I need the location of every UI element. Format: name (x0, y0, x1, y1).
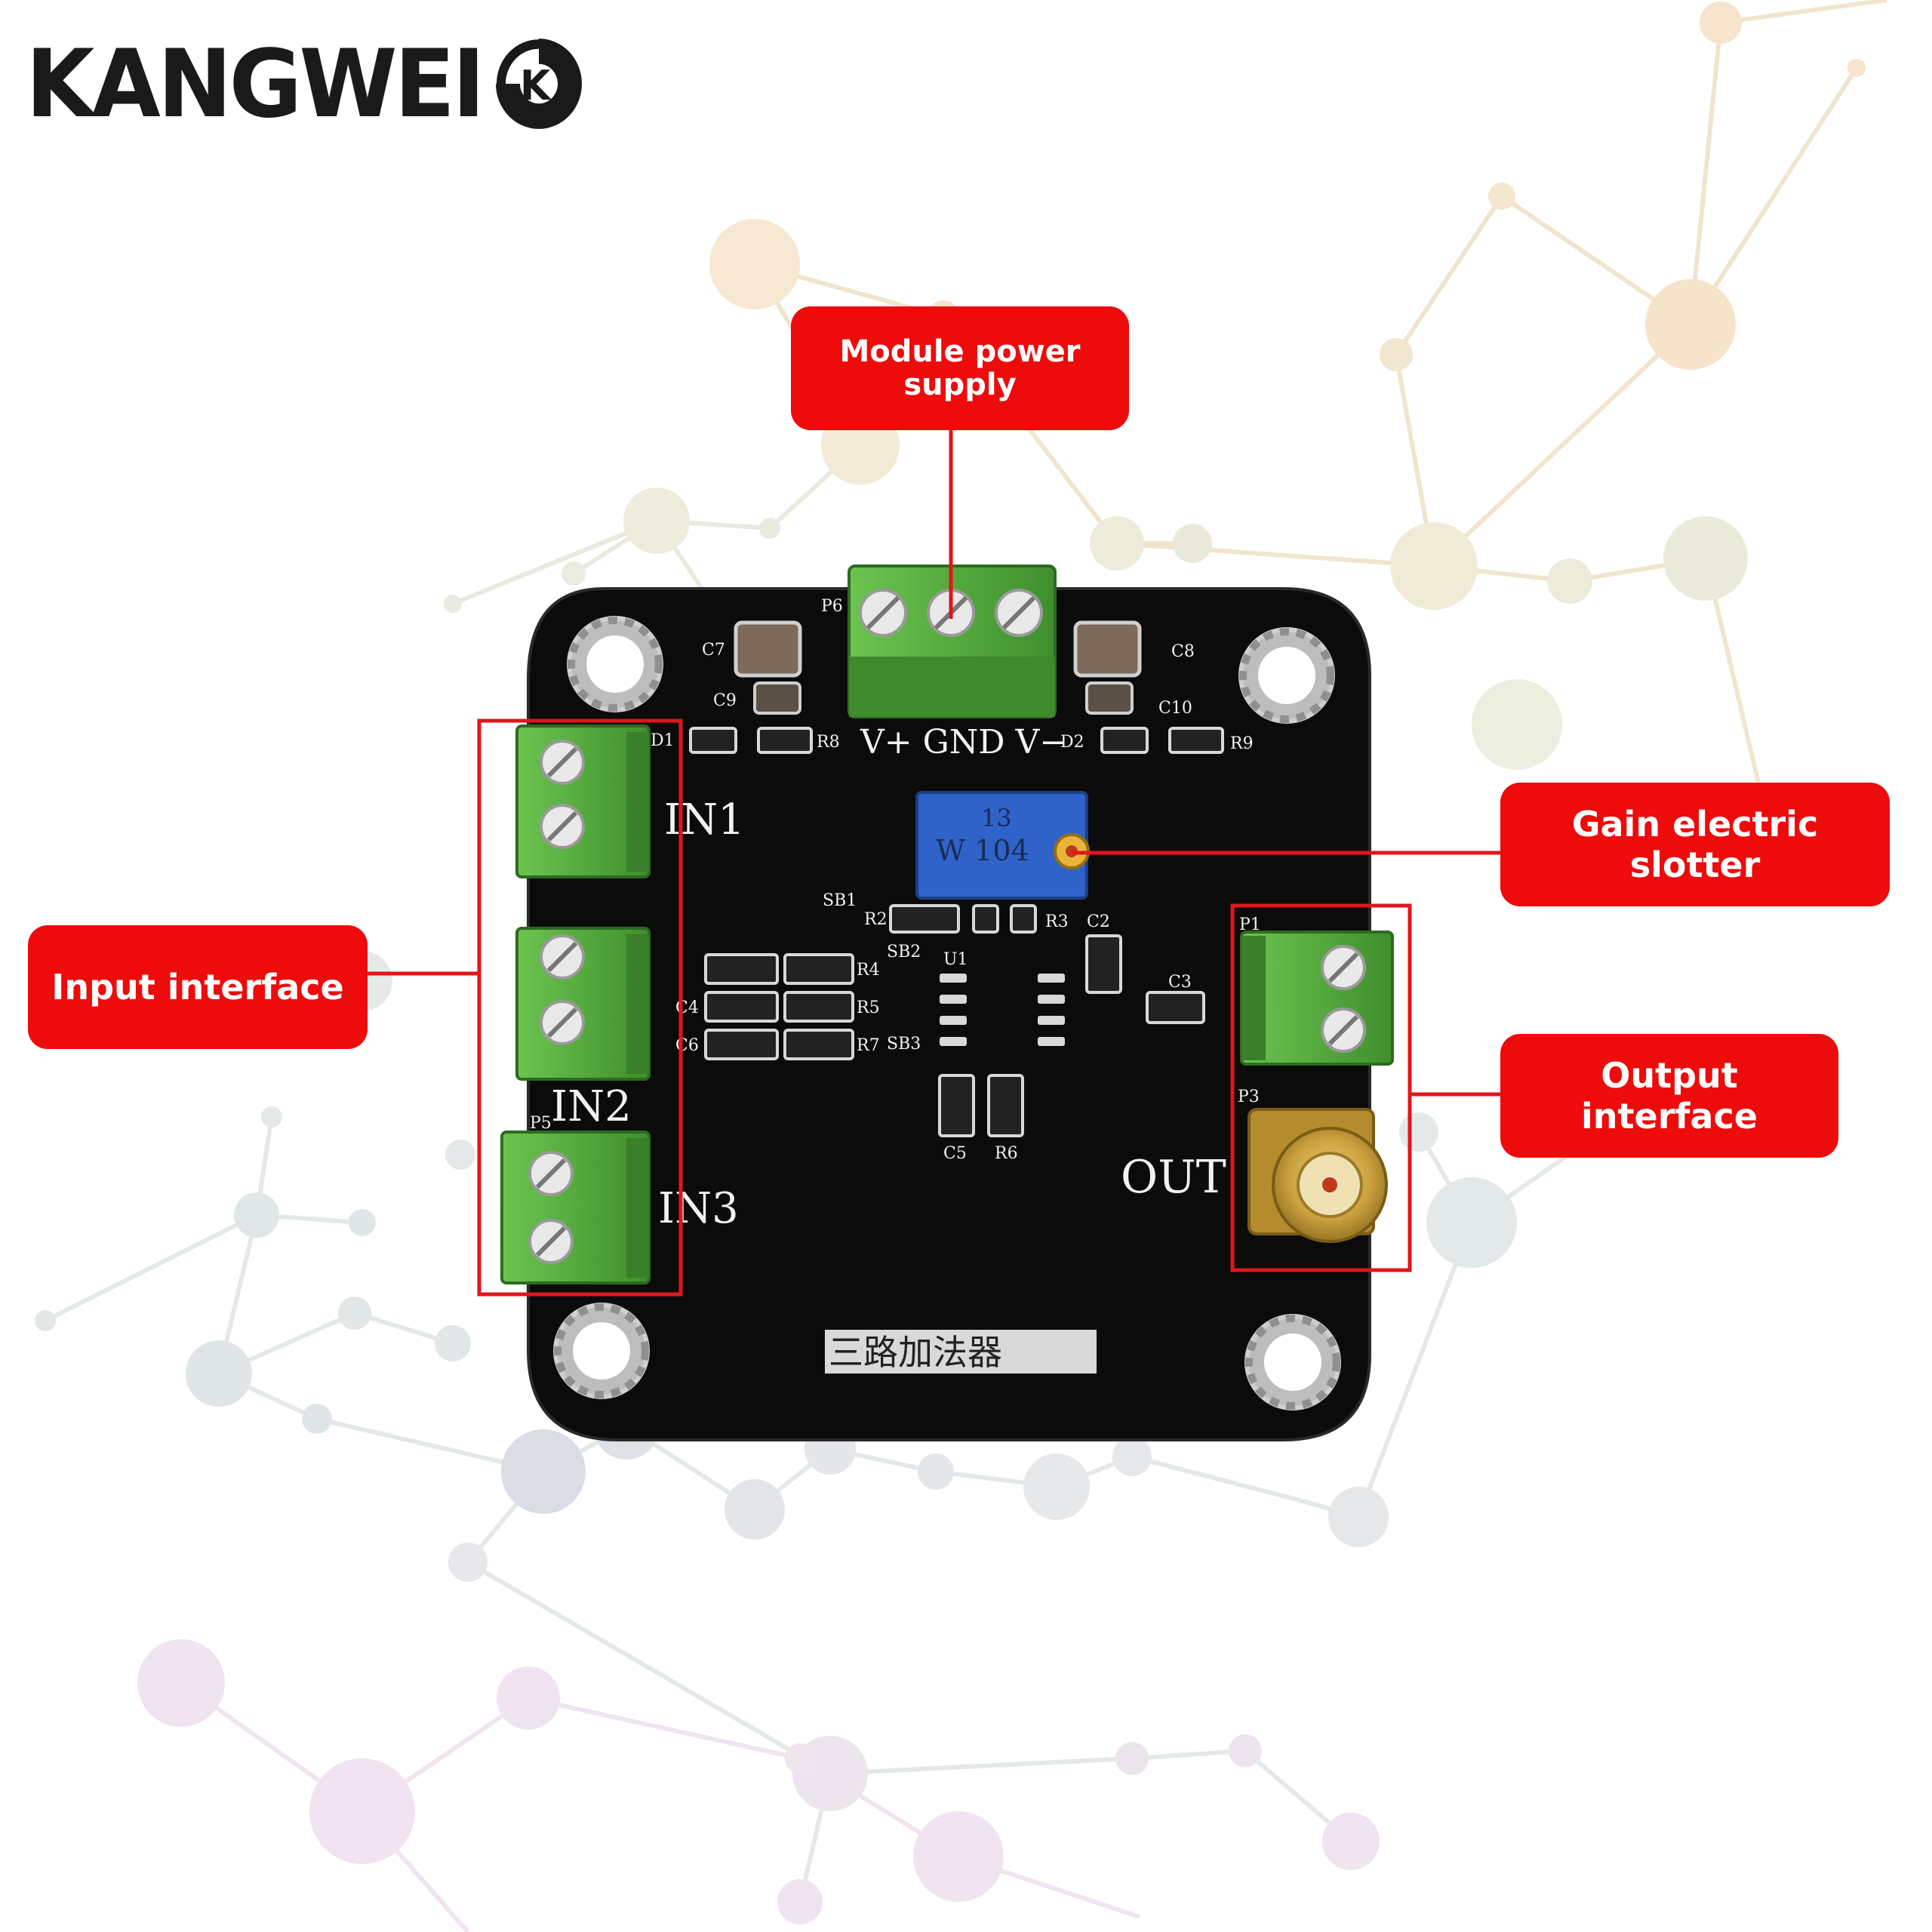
brand-name: KANGWEI (26, 29, 485, 139)
input-terminal-in1 (515, 724, 651, 878)
silk-c8: C8 (1171, 642, 1195, 661)
output-terminal-block (1240, 931, 1394, 1066)
silk-in2: IN2 (551, 1082, 632, 1131)
input-terminal-in3 (500, 1131, 651, 1284)
silk-r2: R2 (864, 910, 888, 929)
sma-connector (1247, 1108, 1388, 1243)
silk-c3: C3 (1168, 973, 1192, 992)
silk-r5: R5 (857, 998, 880, 1017)
silk-c5: C5 (943, 1144, 967, 1163)
silkscreen: IN1 IN2 IN3 OUT V+ GND V− W 104 13 三路加法器… (530, 597, 1261, 1373)
callout-module-power-supply: Module power supply (791, 306, 1129, 430)
silk-r7: R7 (857, 1036, 880, 1055)
silk-power-pins: V+ GND V− (860, 723, 1067, 761)
silk-out: OUT (1121, 1151, 1226, 1204)
silk-r4: R4 (857, 961, 880, 980)
callout-output-interface: Output interface (1500, 1034, 1838, 1158)
silk-c10: C10 (1158, 699, 1192, 718)
highlight-boxes (477, 718, 1412, 1297)
leader-lines (368, 430, 1500, 1097)
mounting-holes (553, 616, 1341, 1411)
callout-input-interface: Input interface (28, 925, 368, 1049)
silk-p5: P5 (530, 1114, 552, 1133)
silk-c7: C7 (702, 641, 725, 660)
silk-title-cn: 三路加法器 (829, 1332, 1002, 1373)
silk-u1: U1 (943, 950, 968, 969)
silk-c9: C9 (713, 691, 737, 710)
callout-power-line2: supply (903, 368, 1017, 402)
pcb-board (500, 565, 1394, 1441)
silk-p3: P3 (1238, 1088, 1260, 1106)
silk-sb2: SB2 (887, 943, 921, 961)
silk-r8: R8 (817, 733, 840, 752)
kangwei-logo-mark-icon: K (490, 32, 588, 136)
silk-p6: P6 (821, 597, 843, 616)
silk-sb1: SB1 (823, 891, 857, 910)
callout-power-line1: Module power (839, 334, 1081, 369)
output-highlight-box (1230, 903, 1412, 1272)
brand-logo: KANGWEI K (26, 24, 588, 143)
input-highlight-box (477, 718, 683, 1297)
silk-d2: D2 (1060, 733, 1084, 752)
silk-r3: R3 (1045, 912, 1069, 931)
input-terminal-in2 (515, 927, 651, 1081)
silk-p1: P1 (1239, 915, 1261, 934)
ic-u1 (940, 974, 1065, 1046)
silk-d1: D1 (651, 731, 675, 750)
silk-sb3: SB3 (887, 1035, 921, 1054)
silk-pot-line2: 13 (981, 804, 1012, 832)
silk-in1: IN1 (664, 795, 745, 844)
silk-r9: R9 (1230, 734, 1254, 753)
smd-components (689, 727, 1224, 1137)
power-terminal-block (848, 565, 1057, 718)
background-network (35, 0, 1887, 1932)
silk-r6: R6 (995, 1144, 1018, 1163)
silk-c2: C2 (1087, 912, 1110, 931)
silk-in3: IN3 (658, 1184, 739, 1233)
callout-gain-electric-slotter: Gain electric slotter (1500, 783, 1890, 906)
silk-pot-line1: W 104 (936, 834, 1029, 867)
brand-mark-letters: K (520, 62, 552, 109)
